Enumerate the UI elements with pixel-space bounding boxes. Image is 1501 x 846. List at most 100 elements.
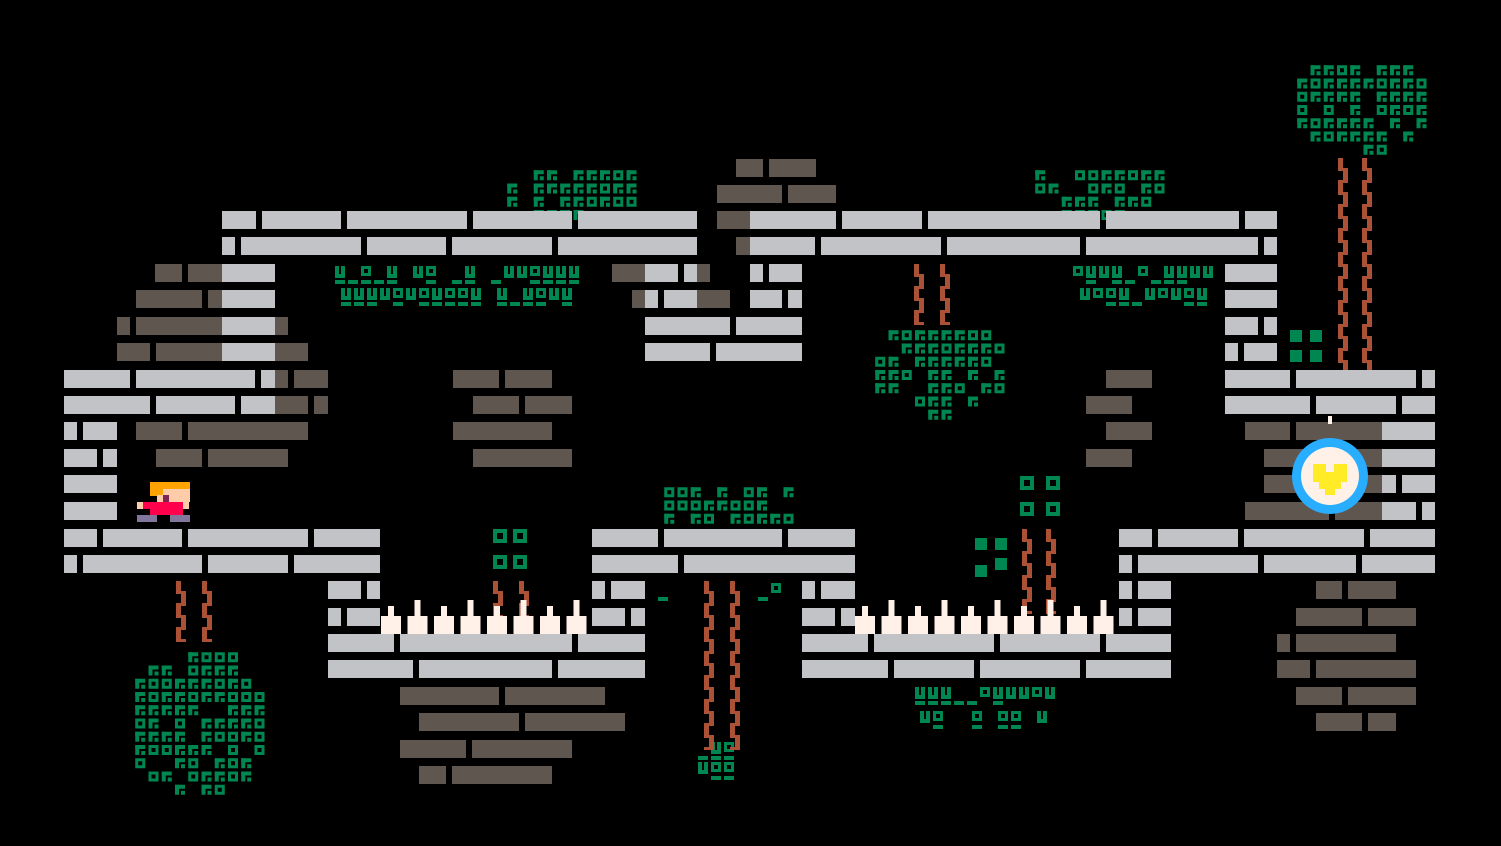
brick xyxy=(400,687,499,705)
bush-icon xyxy=(875,330,1005,420)
brick xyxy=(525,713,625,731)
brick xyxy=(592,555,678,573)
brick xyxy=(136,290,202,308)
brick xyxy=(611,581,645,599)
brick xyxy=(1422,370,1435,388)
vine-layer xyxy=(176,158,1372,750)
brick xyxy=(1316,660,1416,678)
brick xyxy=(736,317,802,335)
brick xyxy=(1296,370,1416,388)
brick xyxy=(1119,555,1132,573)
brick xyxy=(1225,343,1238,361)
brick xyxy=(188,529,308,547)
brick xyxy=(328,634,394,652)
brick xyxy=(717,185,782,203)
brick xyxy=(928,211,1100,229)
brick xyxy=(136,370,255,388)
brick xyxy=(1245,422,1290,440)
brick xyxy=(472,740,572,758)
brick xyxy=(1119,529,1152,547)
brick xyxy=(947,237,1080,255)
brick xyxy=(1316,713,1362,731)
brick xyxy=(1316,396,1396,414)
brick xyxy=(612,264,645,282)
brick xyxy=(222,237,235,255)
brick xyxy=(1382,422,1435,440)
brick xyxy=(578,634,645,652)
bush-icon xyxy=(341,288,572,306)
brick xyxy=(697,264,710,282)
foliage-layer xyxy=(135,65,1427,795)
brick xyxy=(328,660,413,678)
brick xyxy=(1422,502,1435,520)
brick xyxy=(328,581,361,599)
brick xyxy=(1348,687,1416,705)
vine xyxy=(914,264,924,325)
brick xyxy=(1245,211,1277,229)
brick xyxy=(347,608,380,626)
spike xyxy=(1014,606,1034,634)
brick xyxy=(736,159,763,177)
brick xyxy=(1000,634,1100,652)
brick xyxy=(645,290,658,308)
brick xyxy=(103,529,182,547)
brick xyxy=(1119,608,1132,626)
brick xyxy=(1362,555,1435,573)
brick xyxy=(103,449,117,467)
bush-icon xyxy=(915,687,1055,705)
brick xyxy=(222,264,275,282)
brick xyxy=(188,422,308,440)
brick xyxy=(697,290,730,308)
brick xyxy=(452,237,552,255)
brick xyxy=(1296,634,1396,652)
brick xyxy=(222,317,275,335)
brick xyxy=(419,766,446,784)
brick xyxy=(241,237,361,255)
brick xyxy=(717,211,750,229)
platform-bricks xyxy=(64,211,1435,678)
brick xyxy=(136,317,222,335)
brick xyxy=(802,634,868,652)
brick xyxy=(208,555,288,573)
brick xyxy=(347,211,467,229)
brick xyxy=(275,370,288,388)
spike-hazards xyxy=(381,600,1114,634)
bush-icon xyxy=(698,762,734,780)
brick xyxy=(156,449,202,467)
brick xyxy=(261,370,275,388)
brick xyxy=(275,396,308,414)
player-hair xyxy=(150,482,190,489)
brick xyxy=(367,237,446,255)
brick xyxy=(841,608,855,626)
brick xyxy=(64,370,130,388)
brick xyxy=(83,555,202,573)
player-eye xyxy=(163,495,169,502)
brick xyxy=(64,449,97,467)
bush-icon xyxy=(1073,266,1213,284)
brick xyxy=(788,185,836,203)
brick xyxy=(1368,713,1396,731)
brick xyxy=(1138,608,1171,626)
heart-orb-icon[interactable] xyxy=(1292,416,1368,514)
brick xyxy=(645,317,730,335)
brick xyxy=(83,422,117,440)
brick xyxy=(1119,581,1132,599)
brick xyxy=(1106,370,1152,388)
bush-icon xyxy=(493,330,1322,577)
brick xyxy=(64,502,117,520)
brick xyxy=(769,264,802,282)
brick xyxy=(1106,422,1152,440)
brick xyxy=(1225,290,1277,308)
brick xyxy=(1264,555,1356,573)
brick xyxy=(1402,475,1435,493)
brick xyxy=(367,581,380,599)
bush-icon xyxy=(335,266,579,284)
brick xyxy=(821,581,855,599)
spike xyxy=(540,606,560,634)
brick xyxy=(64,529,97,547)
orb-sparkle xyxy=(1328,416,1332,424)
brick xyxy=(802,608,835,626)
brick xyxy=(821,237,941,255)
bush-icon xyxy=(920,711,1047,729)
